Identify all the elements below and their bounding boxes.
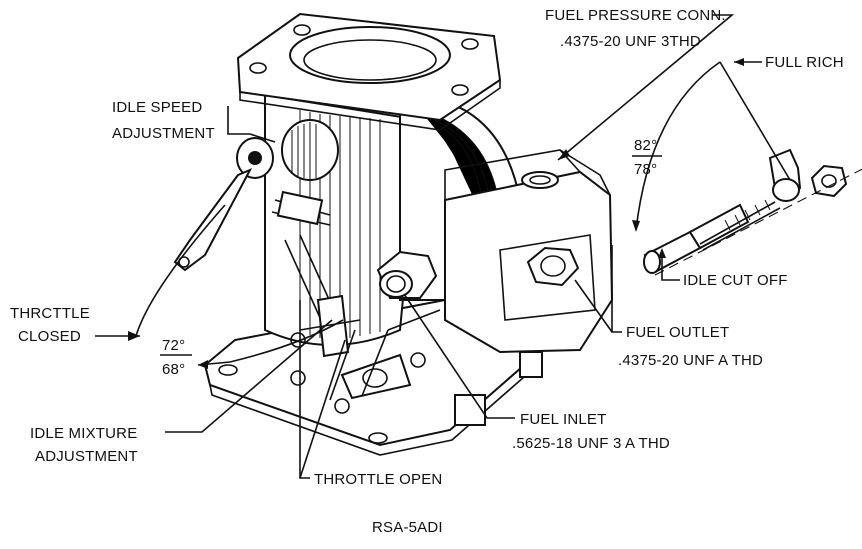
angle-72-label: 72° (162, 337, 185, 354)
throttle-open-label: THROTTLE OPEN (314, 471, 442, 488)
idle-cut-off-label: IDLE CUT OFF (683, 272, 788, 289)
model-designation: RSA-5ADI (372, 519, 443, 536)
full-rich-label: FULL RICH (765, 54, 844, 71)
throttle-closed-label: THRCTTLE (10, 305, 90, 322)
angle-82-label: 82° (634, 137, 657, 154)
mixture-control-detail (643, 148, 862, 276)
throttle-closed-label-line2: CLOSED (18, 328, 81, 345)
fuel-outlet-spec: .4375-20 UNF A THD (618, 352, 763, 369)
idle-speed-label-line2: ADJUSTMENT (112, 125, 215, 142)
leader-lines (95, 14, 791, 479)
fuel-inlet-spec: .5625-18 UNF 3 A THD (512, 435, 670, 452)
fuel-pressure-conn-spec: .4375-20 UNF 3THD (560, 33, 701, 50)
throttle-body-illustration (173, 12, 614, 456)
fuel-pressure-conn-label: FUEL PRESSURE CONN. (545, 7, 726, 24)
angle-68-label: 68° (162, 361, 185, 378)
fuel-inlet-label: FUEL INLET (520, 411, 606, 428)
callout-labels: FUEL PRESSURE CONN. .4375-20 UNF 3THD FU… (10, 7, 844, 536)
angle-78-label: 78° (634, 161, 657, 178)
idle-mixture-label: IDLE MIXTURE (30, 425, 137, 442)
idle-speed-label: IDLE SPEED (112, 99, 202, 116)
fuel-outlet-label: FUEL OUTLET (626, 324, 729, 341)
idle-mixture-label-line2: ADJUSTMENT (35, 448, 138, 465)
